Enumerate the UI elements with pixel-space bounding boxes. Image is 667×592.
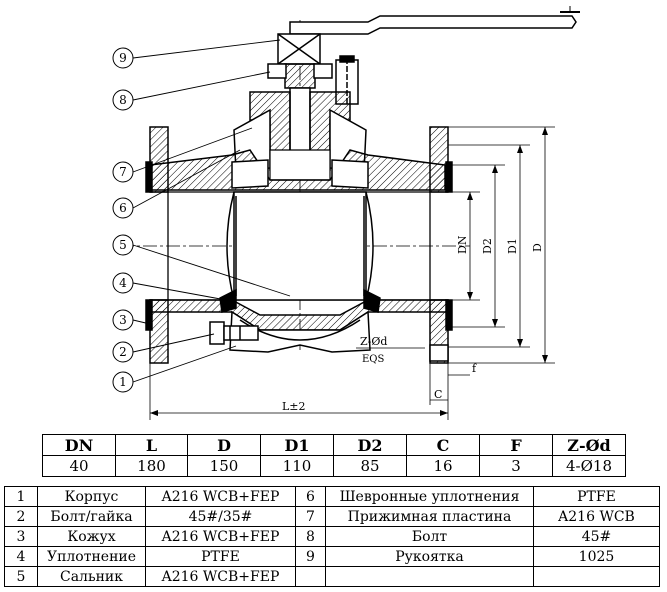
part-number: 8 [295, 526, 326, 547]
dimension-labels: DN D2 D1 D Z-Ød EQS f C L±2 [282, 235, 544, 413]
part-number: 5 [4, 566, 38, 587]
callout-1: 1 [119, 375, 127, 389]
part-name: Корпус [37, 486, 146, 507]
bonnet [233, 91, 367, 181]
table-row: 4 Уплотнение PTFE 9 Рукоятка 1025 [4, 546, 660, 567]
dim-header: Z-Ød [552, 434, 626, 456]
handle-lever [289, 6, 580, 35]
dim-header: D [187, 434, 261, 456]
dim-header: D2 [333, 434, 407, 456]
table-row: 3 Кожух A216 WCB+FEP 8 Болт 45# [4, 526, 660, 547]
part-name: Болт/гайка [37, 506, 146, 527]
dim-header: L [115, 434, 188, 456]
part-material: 45#/35# [145, 506, 296, 527]
callout-9: 9 [119, 51, 127, 65]
part-name: Сальник [37, 566, 146, 587]
part-material: PTFE [533, 486, 660, 507]
dimensions-table: DN L D D1 D2 C F Z-Ød 40 180 150 110 85 … [42, 434, 626, 477]
part-number: 6 [295, 486, 326, 507]
dimensions-value-row: 40 180 150 110 85 16 3 4-Ø18 [42, 455, 626, 477]
part-material: A216 WCB+FEP [145, 566, 296, 587]
callout-2: 2 [119, 345, 127, 359]
dim-value: 3 [479, 455, 553, 477]
dimension-arrows [150, 127, 548, 416]
part-number: 7 [295, 506, 326, 527]
dim-header: D1 [260, 434, 334, 456]
part-name: Прижимная пластина [325, 506, 534, 527]
mounting-pad [429, 344, 449, 362]
callouts: 9 8 7 6 5 4 3 2 1 [112, 47, 134, 393]
callout-4: 4 [119, 276, 127, 290]
valve-section-drawing: DN D2 D1 D Z-Ød EQS f C L±2 9 8 7 6 5 4 [112, 6, 580, 420]
table-row: 2 Болт/гайка 45#/35# 7 Прижимная пластин… [4, 506, 660, 527]
label-d1: D1 [506, 238, 519, 254]
dim-value: 40 [42, 455, 116, 477]
part-number: 1 [4, 486, 38, 507]
callout-8: 8 [119, 93, 127, 107]
part-name [325, 566, 534, 587]
parts-table: 1 Корпус A216 WCB+FEP 6 Шевронные уплотн… [4, 486, 660, 587]
part-material [533, 566, 660, 587]
part-number: 2 [4, 506, 38, 527]
part-material: A216 WCB+FEP [145, 486, 296, 507]
dimension-lines [149, 126, 555, 420]
part-material: 45# [533, 526, 660, 547]
dim-value: 110 [260, 455, 334, 477]
part-number: 3 [4, 526, 38, 547]
label-f: f [472, 362, 477, 375]
part-number [295, 566, 326, 587]
callout-6: 6 [119, 201, 127, 215]
callout-7: 7 [119, 165, 127, 179]
part-name: Кожух [37, 526, 146, 547]
flange-left [145, 126, 169, 364]
part-material: A216 WCB+FEP [145, 526, 296, 547]
part-name: Рукоятка [325, 546, 534, 567]
dim-header: DN [42, 434, 116, 456]
part-name: Уплотнение [37, 546, 146, 567]
label-dn: DN [456, 235, 469, 254]
callout-5: 5 [119, 238, 127, 252]
table-row: 5 Сальник A216 WCB+FEP [4, 566, 660, 587]
part-name: Шевронные уплотнения [325, 486, 534, 507]
dim-header: C [406, 434, 480, 456]
dim-value: 150 [187, 455, 261, 477]
dim-value: 16 [406, 455, 480, 477]
dim-value: 180 [115, 455, 188, 477]
flange-right [429, 126, 453, 364]
part-name: Болт [325, 526, 534, 547]
valve-body-lower [149, 288, 449, 353]
part-material: 1025 [533, 546, 660, 567]
label-length: L±2 [282, 400, 306, 413]
part-number: 9 [295, 546, 326, 567]
part-number: 4 [4, 546, 38, 567]
dim-value: 4-Ø18 [552, 455, 626, 477]
label-eqs: EQS [362, 354, 384, 365]
label-c: C [434, 388, 442, 401]
ball [226, 191, 374, 301]
dim-value: 85 [333, 455, 407, 477]
bolt-nut [209, 321, 259, 345]
label-d: D [531, 243, 544, 252]
valve-body-upper [149, 149, 446, 191]
callout-leaders [132, 39, 291, 383]
label-d2: D2 [481, 238, 494, 254]
part-material: A216 WCB [533, 506, 660, 527]
table-row: 1 Корпус A216 WCB+FEP 6 Шевронные уплотн… [4, 486, 660, 507]
dimensions-header-row: DN L D D1 D2 C F Z-Ød [42, 434, 626, 456]
part-material: PTFE [145, 546, 296, 567]
label-bolt-holes: Z-Ød [360, 335, 387, 348]
dim-header: F [479, 434, 553, 456]
callout-3: 3 [119, 313, 127, 327]
